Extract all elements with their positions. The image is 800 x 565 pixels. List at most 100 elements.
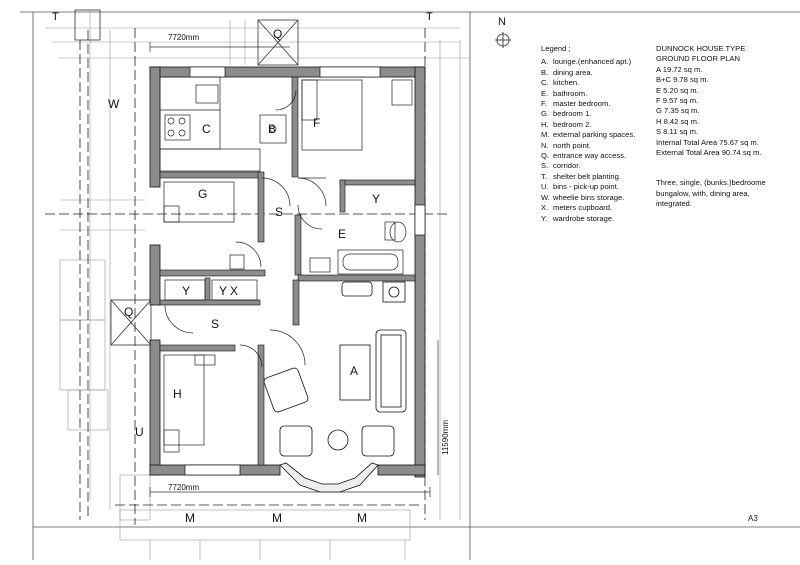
grid-label-m3: M [357,511,367,525]
storage-boxes [164,279,258,301]
legend-item: U.bins - pick-up point. [541,182,635,192]
legend-key: Y. [541,213,548,223]
info-panel: DUNNOCK HOUSE TYPE GROUND FLOOR PLAN A 1… [656,44,796,210]
legend-item: N. north point. [541,141,635,151]
lounge-furniture [263,281,407,457]
legend-key: F. [541,99,547,109]
legend-item: Q.entrance way access. [541,151,635,161]
legend-text: shelter belt planting. [553,171,621,181]
legend-key: Q. [541,151,550,161]
legend-title: Legend ; [541,44,571,53]
legend-key: T. [541,171,547,181]
plan-title: GROUND FLOOR PLAN [656,54,740,64]
room-label-e: E [338,227,346,241]
kitchen-fittings [159,76,287,172]
legend-item: A. lounge.(enhanced apt.) [541,57,635,67]
grid-label-q-top: Q [273,27,282,41]
room-label-x: X [230,284,238,298]
legend-item: X.meters cupboard. [541,203,635,213]
area-entry: H 8.42 sq m. [656,116,700,126]
internal-walls [159,76,416,466]
legend-key: H. [541,119,549,129]
legend-item: S.corridor. [541,161,635,171]
grid-label-t-left: T [52,11,59,23]
grid-label-q-left: Q [124,305,133,319]
legend-item: W.wheelie bins storage. [541,193,635,203]
legend-text: wardrobe storage. [553,213,615,223]
legend-text: bins - pick-up point. [553,182,619,192]
legend-key: G. [541,109,550,119]
grid-label-t-right: T [426,11,433,23]
legend-text: bedroom 2. [553,119,592,129]
legend-key: S. [541,161,549,171]
room-label-c: C [202,122,211,136]
legend-item: E.bathroom. [541,89,635,99]
legend-key: B. [541,67,549,77]
room-label-b: B [268,122,276,136]
legend-key: N. [541,140,549,150]
legend-key: M. [541,130,550,140]
legend-item: C. kitchen. [541,78,635,88]
area-list: A 19.72 sq m.B+C 9.78 sq m.E 5.20 sq m.F… [656,65,796,159]
door-swings [164,89,327,368]
legend: Legend ; A. lounge.(enhanced apt.) B. dinin… [541,44,635,224]
description-line: integrated. [656,199,692,209]
legend-text: external parking spaces. [553,130,636,140]
bedroom1-bed [163,181,245,270]
legend-text: dining area. [553,67,593,77]
north-label: N [498,16,506,28]
room-label-s2: S [211,317,219,331]
grid-label-u: U [135,425,144,439]
description-line: bungalow, with, dining area, [656,188,750,198]
room-label-h: H [173,387,182,401]
area-entry: Internal Total Area 75.67 sq m. [656,137,759,147]
bedroom2-bed [163,354,216,453]
sheet-frame [20,11,800,560]
dimension-side: 11590mm [441,420,450,455]
room-label-y1: Y [372,192,380,206]
master-bed [301,79,413,151]
dimension-lines [149,42,439,497]
area-entry: A 19.72 sq m. [656,64,703,74]
legend-text: lounge.(enhanced apt.) [553,57,632,67]
legend-item: M.external parking spaces. [541,130,635,140]
sheet-size-label: A3 [748,514,758,523]
area-entry: E 5.20 sq m. [656,85,699,95]
area-entry: External Total Area 90.74 sq m. [656,148,762,158]
area-entry: S 8.11 sq m. [656,127,699,137]
legend-text: entrance way access. [553,151,627,161]
room-label-a: A [350,364,358,378]
legend-text: kitchen. [553,78,580,88]
house-type-title: DUNNOCK HOUSE TYPE [656,44,746,53]
area-entry: F 9.57 sq m. [656,96,699,106]
legend-key: A. [541,57,549,67]
legend-items: A.lounge.(enhanced apt.)B.dining area.C.… [541,57,635,224]
legend-key: E. [541,88,549,98]
bathroom-fittings [309,221,407,275]
legend-item: H. bedroom 2. [541,120,635,130]
dimension-bottom: 7720mm [168,483,199,492]
bay-window [279,462,379,493]
area-entry: G 7.35 sq m. [656,106,700,116]
legend-item: F.master bedroom. [541,99,635,109]
legend-key: C. [541,78,549,88]
room-label-y2: Y [182,284,190,298]
legend-text: bedroom 1. [553,109,592,119]
legend-item: T. shelter belt planting. [541,172,635,182]
legend-text: wheelie bins storage. [553,192,625,202]
external-grid [45,10,470,560]
legend-item: Y. wardrobe storage. [541,214,635,224]
grid-label-m2: M [272,511,282,525]
legend-item: G.bedroom 1. [541,109,635,119]
grid-label-m1: M [185,511,195,525]
description-line: Three, single, (bunks.)bedroome [656,178,766,188]
legend-text: north point. [553,140,591,150]
legend-item: B. dining area. [541,68,635,78]
legend-text: meters cupboard. [553,203,613,213]
entrance-access-boxes [74,9,299,346]
room-label-f: F [313,116,320,130]
room-label-s1: S [275,205,283,219]
room-label-g: G [198,187,207,201]
